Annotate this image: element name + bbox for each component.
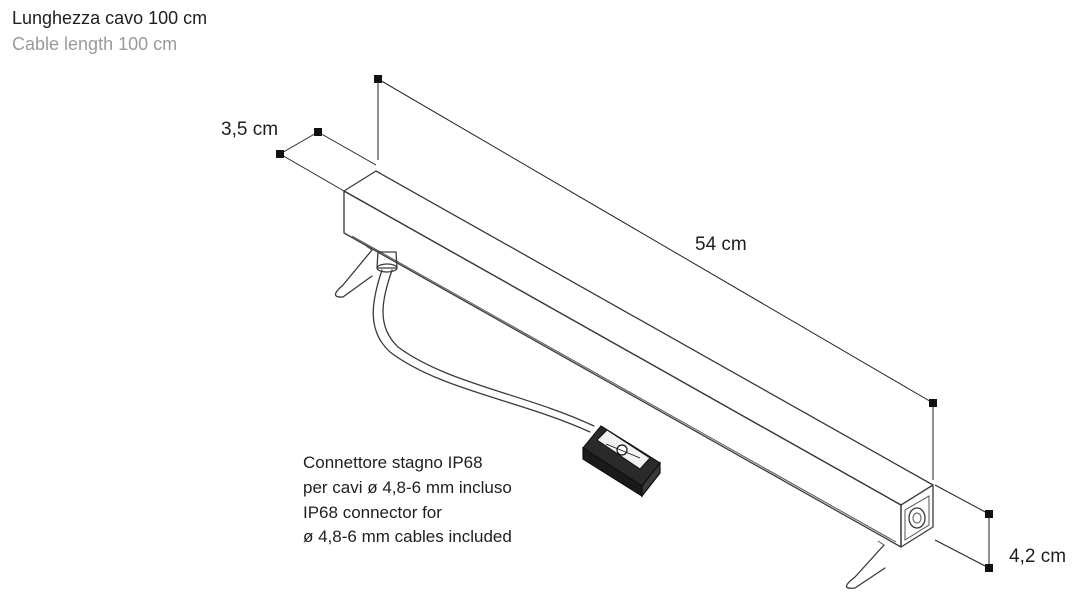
length-tick-end xyxy=(929,399,937,407)
cable-length-english: Cable length 100 cm xyxy=(12,34,178,54)
connector-screw-icon xyxy=(616,444,628,456)
cable-length-italian: Lunghezza cavo 100 cm xyxy=(12,8,208,28)
length-label: 54 cm xyxy=(695,234,747,255)
width-tick-end xyxy=(276,150,284,158)
cable xyxy=(372,269,595,433)
height-tick-end xyxy=(985,564,993,572)
end-cap-hole xyxy=(908,507,926,529)
connector-note-line1: Connettore stagno IP68 xyxy=(303,453,483,472)
ip68-connector xyxy=(582,425,661,498)
connector-note-line3: IP68 connector for xyxy=(303,503,442,522)
height-label: 4,2 cm xyxy=(1009,546,1066,567)
connector-note-line4: ø 4,8-6 mm cables included xyxy=(303,527,512,546)
width-dimension-line xyxy=(276,128,377,192)
height-tick-start xyxy=(985,510,993,518)
lamp-bar xyxy=(343,170,934,548)
connector-note: Connettore stagno IP68 per cavi ø 4,8-6 … xyxy=(303,453,512,546)
connector-note-line2: per cavi ø 4,8-6 mm incluso xyxy=(303,478,512,497)
length-tick-start xyxy=(374,75,382,83)
width-tick-start xyxy=(314,128,322,136)
mounting-clip-left xyxy=(334,245,373,298)
mounting-clip-right xyxy=(845,540,886,589)
length-dimension-line xyxy=(374,75,937,480)
cable-gland xyxy=(376,251,398,273)
height-dimension-line xyxy=(934,484,993,572)
width-label: 3,5 cm xyxy=(221,119,278,140)
